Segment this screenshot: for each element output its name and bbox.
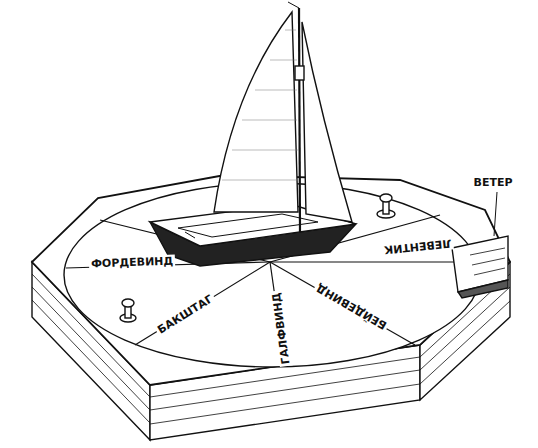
leader-line [494, 192, 497, 236]
course-lines [66, 215, 478, 367]
wind-label: ВЕТЕР [472, 176, 515, 189]
wind-vane [452, 236, 508, 298]
boat [150, 2, 356, 266]
course-label: ФОРДЕВИНД [89, 254, 176, 270]
